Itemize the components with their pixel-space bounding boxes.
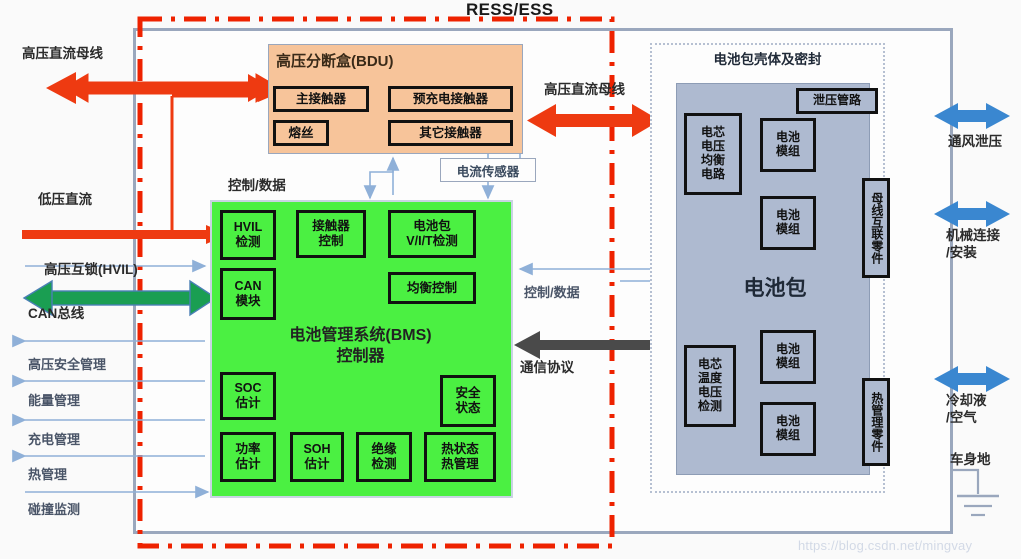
pack-label: 电池包 — [743, 277, 807, 300]
current-sensor-label-box: 电流传感器 — [440, 158, 536, 182]
pack-block-thermal-management-parts[interactable]: 热管理零件 — [862, 378, 890, 466]
pack-block-pressure-relief[interactable]: 泄压管路 — [796, 88, 878, 114]
label: CAN 模块 — [234, 279, 262, 308]
bms-title-line2: 控制器 — [336, 347, 385, 365]
watermark: https://blog.csdn.net/mingvay — [798, 538, 973, 553]
bms-block-thermal-state-mgmt[interactable]: 热状态 热管理 — [424, 432, 496, 482]
label: 电芯 电压 均衡 电路 — [700, 125, 725, 181]
bms-block-pack-vit-detect[interactable]: 电池包 V/I/T检测 — [388, 210, 476, 258]
label-can-bus: CAN总线 — [28, 306, 85, 321]
label-control-data-bdu: 控制/数据 — [228, 178, 286, 193]
label-comm-protocol: 通信协议 — [520, 360, 574, 375]
bms-block-soh-estimation[interactable]: SOH 估计 — [290, 432, 344, 482]
label: SOH 估计 — [303, 442, 331, 471]
bms-title: 电池管理系统(BMS) 控制器 — [238, 326, 483, 368]
bdu-block-fuse[interactable]: 熔丝 — [273, 120, 329, 146]
label: HVIL 检测 — [233, 220, 263, 249]
label-ventilation-relief: 通风泄压 — [948, 134, 1002, 149]
label-control-data-pack: 控制/数据 — [524, 285, 580, 300]
label: 热状态 热管理 — [441, 442, 479, 471]
bdu-block-main-contactor[interactable]: 主接触器 — [273, 86, 369, 112]
label-mechanical-connection: 机械连接 /安装 — [946, 228, 1000, 260]
pack-block-cell-voltage-balance-circuit[interactable]: 电芯 电压 均衡 电路 — [684, 113, 742, 195]
label-energy-mgmt: 能量管理 — [28, 393, 81, 408]
label: 电池 模组 — [775, 414, 800, 442]
bms-block-power-estimation[interactable]: 功率 估计 — [220, 432, 276, 482]
bms-block-balance-control[interactable]: 均衡控制 — [388, 272, 476, 304]
bms-block-contactor-control[interactable]: 接触器 控制 — [296, 210, 366, 258]
label: 接触器 控制 — [312, 219, 350, 248]
pack-block-busbar-interconnect[interactable]: 母线互联零件 — [862, 178, 890, 278]
label: 安全 状态 — [455, 386, 481, 415]
label-lv-dc: 低压直流 — [38, 192, 92, 207]
label: 电池 模组 — [775, 130, 800, 158]
pack-housing-label: 电池包壳体及密封 — [713, 52, 822, 67]
bms-title-line1: 电池管理系统(BMS) — [289, 327, 432, 344]
label-hv-dc-bus-mid: 高压直流母线 — [544, 82, 625, 97]
label: 均衡控制 — [406, 280, 457, 295]
label: 泄压管路 — [812, 93, 861, 108]
pack-block-battery-module-1[interactable]: 电池 模组 — [760, 118, 816, 172]
bms-block-can-module[interactable]: CAN 模块 — [220, 268, 276, 320]
pack-block-battery-module-3[interactable]: 电池 模组 — [760, 330, 816, 384]
label: 电池 模组 — [775, 208, 800, 236]
label: 电芯 温度 电压 检测 — [697, 357, 722, 413]
bdu-block-other-contactor[interactable]: 其它接触器 — [388, 120, 513, 146]
label: 电池包 V/I/T检测 — [406, 219, 458, 248]
label: 热管理零件 — [869, 392, 884, 452]
pack-block-battery-module-4[interactable]: 电池 模组 — [760, 402, 816, 456]
label-coolant-air: 冷却液 /空气 — [946, 393, 987, 425]
label: 电池 模组 — [775, 342, 800, 370]
bms-block-hvil-detect[interactable]: HVIL 检测 — [220, 210, 276, 260]
page-title: RESS/ESS — [466, 0, 554, 19]
label-hv-safety-mgmt: 高压安全管理 — [28, 357, 107, 372]
label: 功率 估计 — [235, 442, 261, 471]
bms-block-safety-state[interactable]: 安全 状态 — [440, 375, 496, 427]
current-sensor-label: 电流传感器 — [456, 164, 520, 179]
bms-block-soc-estimation[interactable]: SOC 估计 — [220, 372, 276, 420]
pack-block-cell-temp-voltage-detect[interactable]: 电芯 温度 电压 检测 — [684, 345, 736, 427]
label: 母线互联零件 — [869, 192, 884, 264]
label: 绝缘 检测 — [371, 442, 397, 471]
bdu-block-precharge-contactor[interactable]: 预充电接触器 — [388, 86, 513, 112]
pack-block-battery-module-2[interactable]: 电池 模组 — [760, 196, 816, 250]
bms-block-insulation-detect[interactable]: 绝缘 检测 — [356, 432, 412, 482]
label-crash-detection: 碰撞监测 — [28, 502, 81, 517]
label-chassis-ground: 车身地 — [950, 452, 991, 467]
label-thermal-mgmt: 热管理 — [28, 467, 68, 482]
label-charge-mgmt: 充电管理 — [28, 432, 81, 447]
label-hv-dc-bus: 高压直流母线 — [22, 46, 103, 61]
label-hvil: 高压互锁(HVIL) — [44, 262, 138, 277]
label: SOC 估计 — [234, 381, 262, 410]
bdu-title: 高压分断盒(BDU) — [276, 53, 394, 70]
